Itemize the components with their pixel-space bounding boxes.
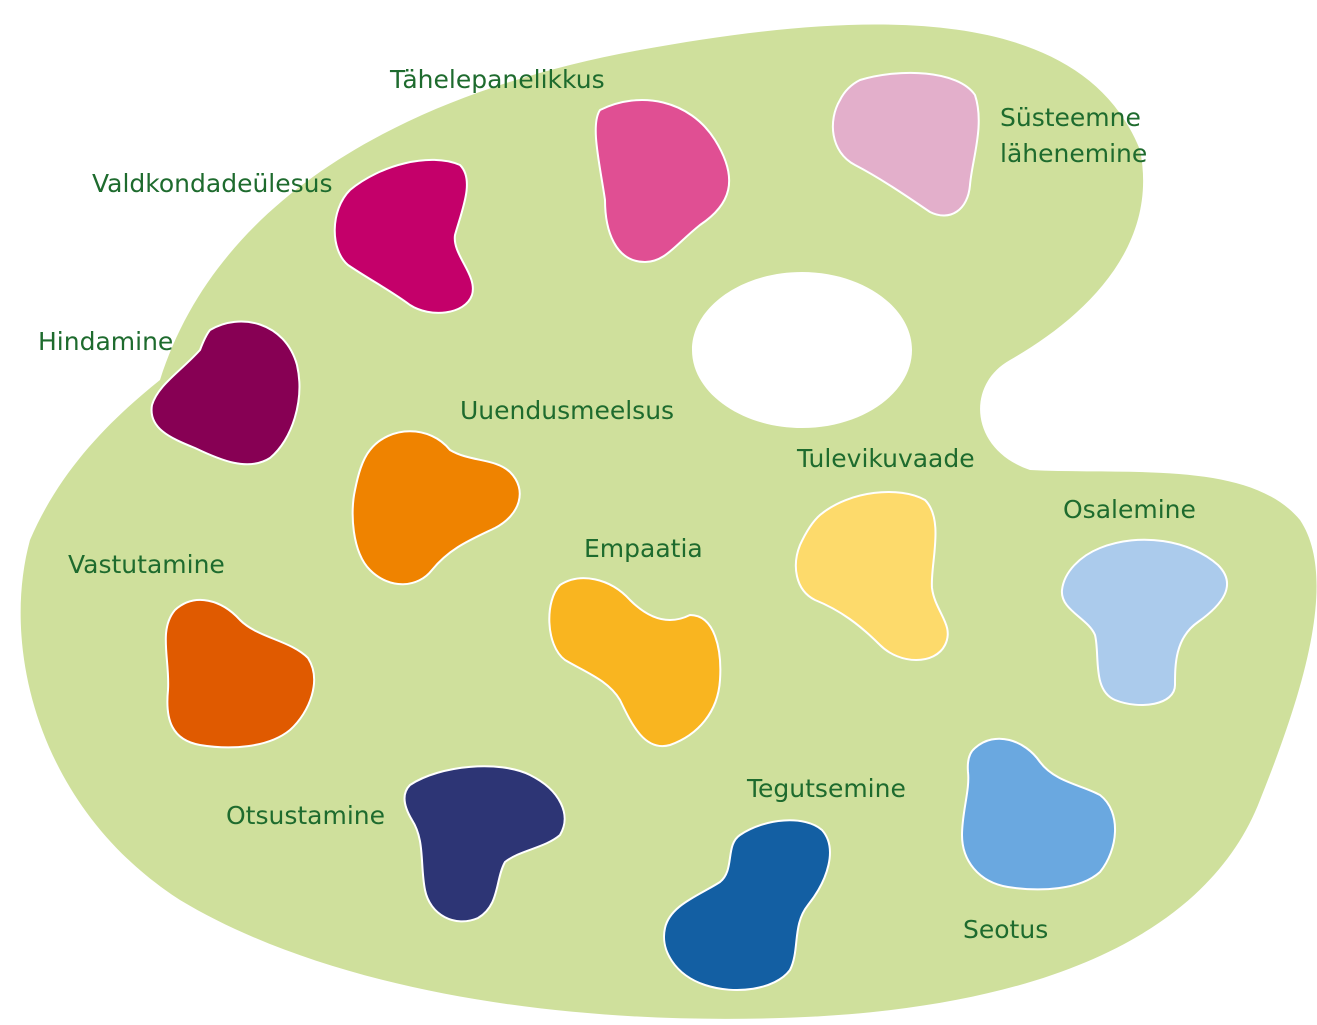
label-vastutamine: Vastutamine [68, 550, 225, 579]
label-hindamine: Hindamine [38, 327, 173, 356]
label-seotus: Seotus [963, 915, 1048, 944]
label-empaatia: Empaatia [584, 534, 703, 563]
label-systeemne-line2: lähenemine [1000, 139, 1147, 168]
label-tegutsemine: Tegutsemine [746, 774, 906, 803]
label-uuendusmeelsus: Uuendusmeelsus [460, 396, 674, 425]
label-tahelepanelikkus: Tähelepanelikkus [389, 65, 605, 94]
label-osalemine: Osalemine [1063, 495, 1196, 524]
label-tulevikuvaade: Tulevikuvaade [796, 444, 975, 473]
label-systeemne-line1: Süsteemne [1000, 103, 1141, 132]
label-valdkondadeulesus: Valdkondadeülesus [92, 169, 333, 198]
label-otsustamine: Otsustamine [226, 801, 385, 830]
